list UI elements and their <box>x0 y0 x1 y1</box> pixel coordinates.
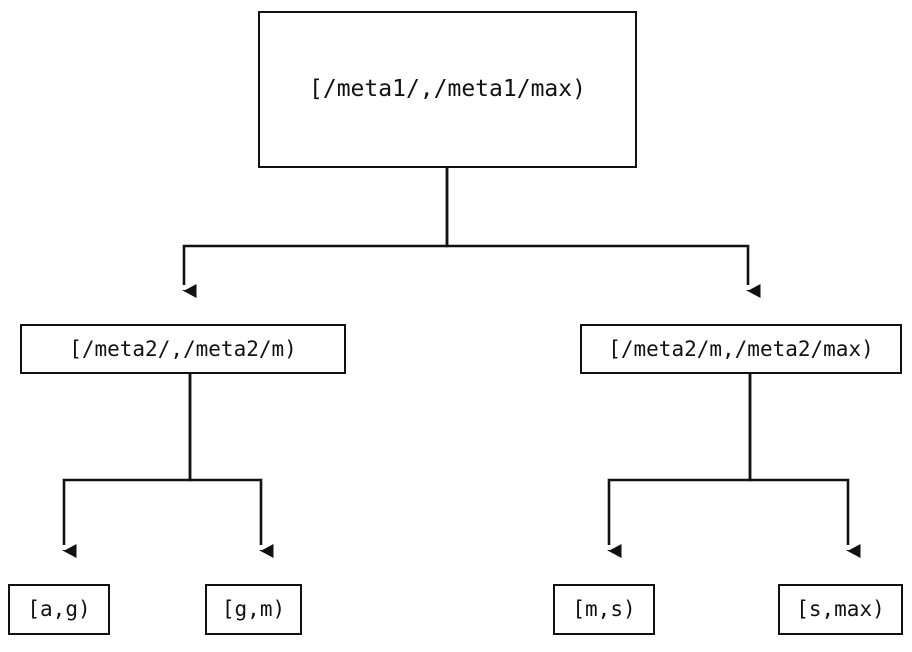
edge-right-branch-to-leaf-2 <box>607 374 752 558</box>
tree-node-right-branch-label: [/meta2/m,/meta2/max) <box>608 336 874 361</box>
edge-left-branch-to-leaf-0 <box>62 374 192 558</box>
edge-right-branch-to-leaf-3 <box>748 374 861 558</box>
edge-left-branch-to-leaf-1 <box>188 374 274 558</box>
tree-node-leaf-3-label: [s,max) <box>796 597 885 621</box>
tree-node-leaf-1-label: [g,m) <box>221 597 286 621</box>
tree-node-root-label: [/meta1/,/meta1/max) <box>309 76 586 102</box>
tree-node-root[interactable]: [/meta1/,/meta1/max) <box>258 11 637 168</box>
tree-node-leaf-0[interactable]: [a,g) <box>8 584 110 635</box>
edge-root-to-left-branch <box>182 168 449 298</box>
tree-node-left-branch-label: [/meta2/,/meta2/m) <box>69 336 297 361</box>
tree-node-left-branch[interactable]: [/meta2/,/meta2/m) <box>20 324 346 374</box>
tree-node-right-branch[interactable]: [/meta2/m,/meta2/max) <box>580 324 902 374</box>
tree-node-leaf-3[interactable]: [s,max) <box>778 584 903 635</box>
edge-root-to-right-branch <box>445 168 761 298</box>
tree-node-leaf-0-label: [a,g) <box>27 597 91 621</box>
tree-node-leaf-1[interactable]: [g,m) <box>205 584 302 635</box>
tree-node-leaf-2-label: [m,s) <box>572 597 636 621</box>
tree-node-leaf-2[interactable]: [m,s) <box>553 584 655 635</box>
